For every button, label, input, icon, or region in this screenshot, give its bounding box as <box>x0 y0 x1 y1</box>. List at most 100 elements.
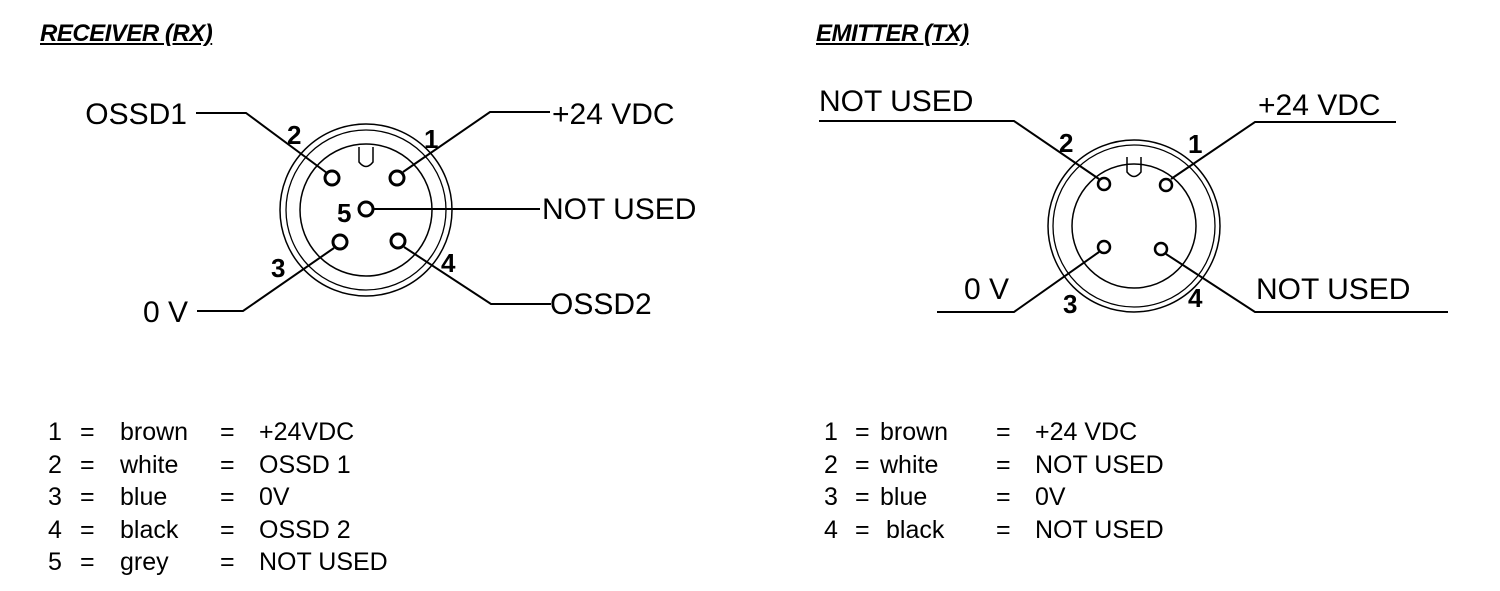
equals-sign: = <box>220 515 235 544</box>
signal: 0V <box>259 483 290 511</box>
receiver-label-pin1: +24 VDC <box>552 98 675 131</box>
emitter-key-notch <box>1126 157 1142 178</box>
emitter-pin-number-3: 3 <box>1063 289 1077 319</box>
equals-sign: = <box>220 548 235 576</box>
emitter-label-pin2: NOT USED <box>819 85 973 118</box>
emitter-leader-lines <box>819 120 1448 313</box>
signal: OSSD 1 <box>259 450 351 479</box>
emitter-title: EMITTER (TX) <box>816 20 969 47</box>
wire-color: white <box>120 450 179 479</box>
receiver-wiring-table: 1 = brown = +24VDC 2 = white = OSSD 1 3 … <box>46 416 446 579</box>
emitter-outer-ring <box>1047 139 1221 313</box>
emitter-leader-pin2 <box>819 120 1100 180</box>
emitter-pin-number-2: 2 <box>1059 128 1073 158</box>
signal: 0V <box>1035 483 1066 511</box>
receiver-leader-pin3 <box>197 247 335 312</box>
emitter-table-row: 2 = white = NOT USED <box>822 449 1222 482</box>
equals-sign: = <box>855 483 870 511</box>
receiver-labels: OSSD1 +24 VDC NOT USED 0 V OSSD2 <box>85 98 696 329</box>
emitter-pin-3 <box>1096 239 1112 255</box>
receiver-pin-1 <box>388 169 406 187</box>
receiver-leader-pin4 <box>403 246 551 305</box>
pin-number: 4 <box>48 515 62 544</box>
equals-sign: = <box>220 450 235 479</box>
pin-number: 1 <box>824 418 838 446</box>
pin-number: 2 <box>48 450 62 479</box>
receiver-leader-pin1 <box>402 111 550 173</box>
pin-number: 3 <box>48 483 62 511</box>
receiver-title: RECEIVER (RX) <box>40 20 213 47</box>
receiver-pin-4 <box>389 232 407 250</box>
receiver-table-row: 5 = grey = NOT USED <box>46 546 446 579</box>
receiver-pin-5 <box>357 200 375 218</box>
emitter-leader-pin3 <box>937 251 1100 313</box>
emitter-table-row: 4 = black = NOT USED <box>822 514 1222 547</box>
equals-sign: = <box>996 483 1011 511</box>
pin-number: 1 <box>48 418 62 446</box>
receiver-table-row: 3 = blue = 0V <box>46 481 446 514</box>
wire-color: brown <box>880 418 949 446</box>
equals-sign: = <box>220 483 235 511</box>
emitter-label-pin3: 0 V <box>964 273 1009 306</box>
pin-number: 5 <box>48 548 62 576</box>
signal: OSSD 2 <box>259 515 351 544</box>
receiver-connector <box>279 123 453 297</box>
receiver-leader-pin2 <box>196 112 328 174</box>
receiver-label-pin3: 0 V <box>143 296 188 329</box>
equals-sign: = <box>80 483 95 511</box>
wire-color: brown <box>120 418 189 446</box>
receiver-pin-3 <box>331 233 349 251</box>
emitter-label-pin1: +24 VDC <box>1258 89 1381 122</box>
pin-number: 2 <box>824 450 838 479</box>
wire-color: grey <box>120 548 169 576</box>
receiver-pin-number-3: 3 <box>271 253 285 283</box>
wire-color: blue <box>880 483 928 511</box>
receiver-label-pin5: NOT USED <box>542 193 696 226</box>
receiver-pin-number-2: 2 <box>287 120 301 150</box>
receiver-table-row: 4 = black = OSSD 2 <box>46 514 446 547</box>
equals-sign: = <box>855 515 870 544</box>
receiver-key-notch <box>358 147 374 168</box>
receiver-pin-number-4: 4 <box>441 248 456 278</box>
emitter-pin-numbers: 1 2 3 4 <box>1059 128 1203 319</box>
signal: +24VDC <box>259 418 355 446</box>
receiver-table-row: 2 = white = OSSD 1 <box>46 449 446 482</box>
signal: NOT USED <box>1035 515 1164 544</box>
wire-color: blue <box>120 483 168 511</box>
equals-sign: = <box>80 515 95 544</box>
pin-number: 3 <box>824 483 838 511</box>
equals-sign: = <box>220 418 235 446</box>
emitter-inner-face <box>1071 163 1197 289</box>
pin-number: 4 <box>824 515 838 544</box>
emitter-wiring-table: 1 = brown = +24 VDC 2 = white = NOT USED… <box>822 416 1222 546</box>
wire-color: black <box>120 515 179 544</box>
emitter-leader-pin1 <box>1170 121 1396 180</box>
emitter-connector <box>1047 139 1221 313</box>
emitter-pin-number-4: 4 <box>1188 283 1203 313</box>
emitter-table-row: 3 = blue = 0V <box>822 481 1222 514</box>
wire-color: white <box>880 450 939 479</box>
emitter-pin-1 <box>1158 177 1174 193</box>
receiver-label-pin2: OSSD1 <box>85 98 187 131</box>
receiver-pin-2 <box>323 169 341 187</box>
emitter-leader-pin4 <box>1165 253 1448 313</box>
emitter-table-row: 1 = brown = +24 VDC <box>822 416 1222 449</box>
equals-sign: = <box>996 418 1011 446</box>
receiver-leader-lines <box>196 111 551 312</box>
equals-sign: = <box>80 418 95 446</box>
emitter-label-pin4: NOT USED <box>1256 273 1410 306</box>
receiver-pin-numbers: 1 2 3 4 5 <box>271 120 456 283</box>
emitter-pin-number-1: 1 <box>1188 129 1202 159</box>
receiver-pin-number-1: 1 <box>424 124 438 154</box>
equals-sign: = <box>80 450 95 479</box>
receiver-pin-number-5: 5 <box>337 198 351 228</box>
equals-sign: = <box>996 450 1011 479</box>
signal: NOT USED <box>259 548 388 576</box>
signal: +24 VDC <box>1035 418 1138 446</box>
emitter-pin-4 <box>1153 241 1169 257</box>
emitter-outer-ring-inner <box>1052 144 1216 308</box>
emitter-pin-2 <box>1096 176 1112 192</box>
emitter-labels: NOT USED +24 VDC 0 V NOT USED <box>819 85 1410 306</box>
signal: NOT USED <box>1035 450 1164 479</box>
